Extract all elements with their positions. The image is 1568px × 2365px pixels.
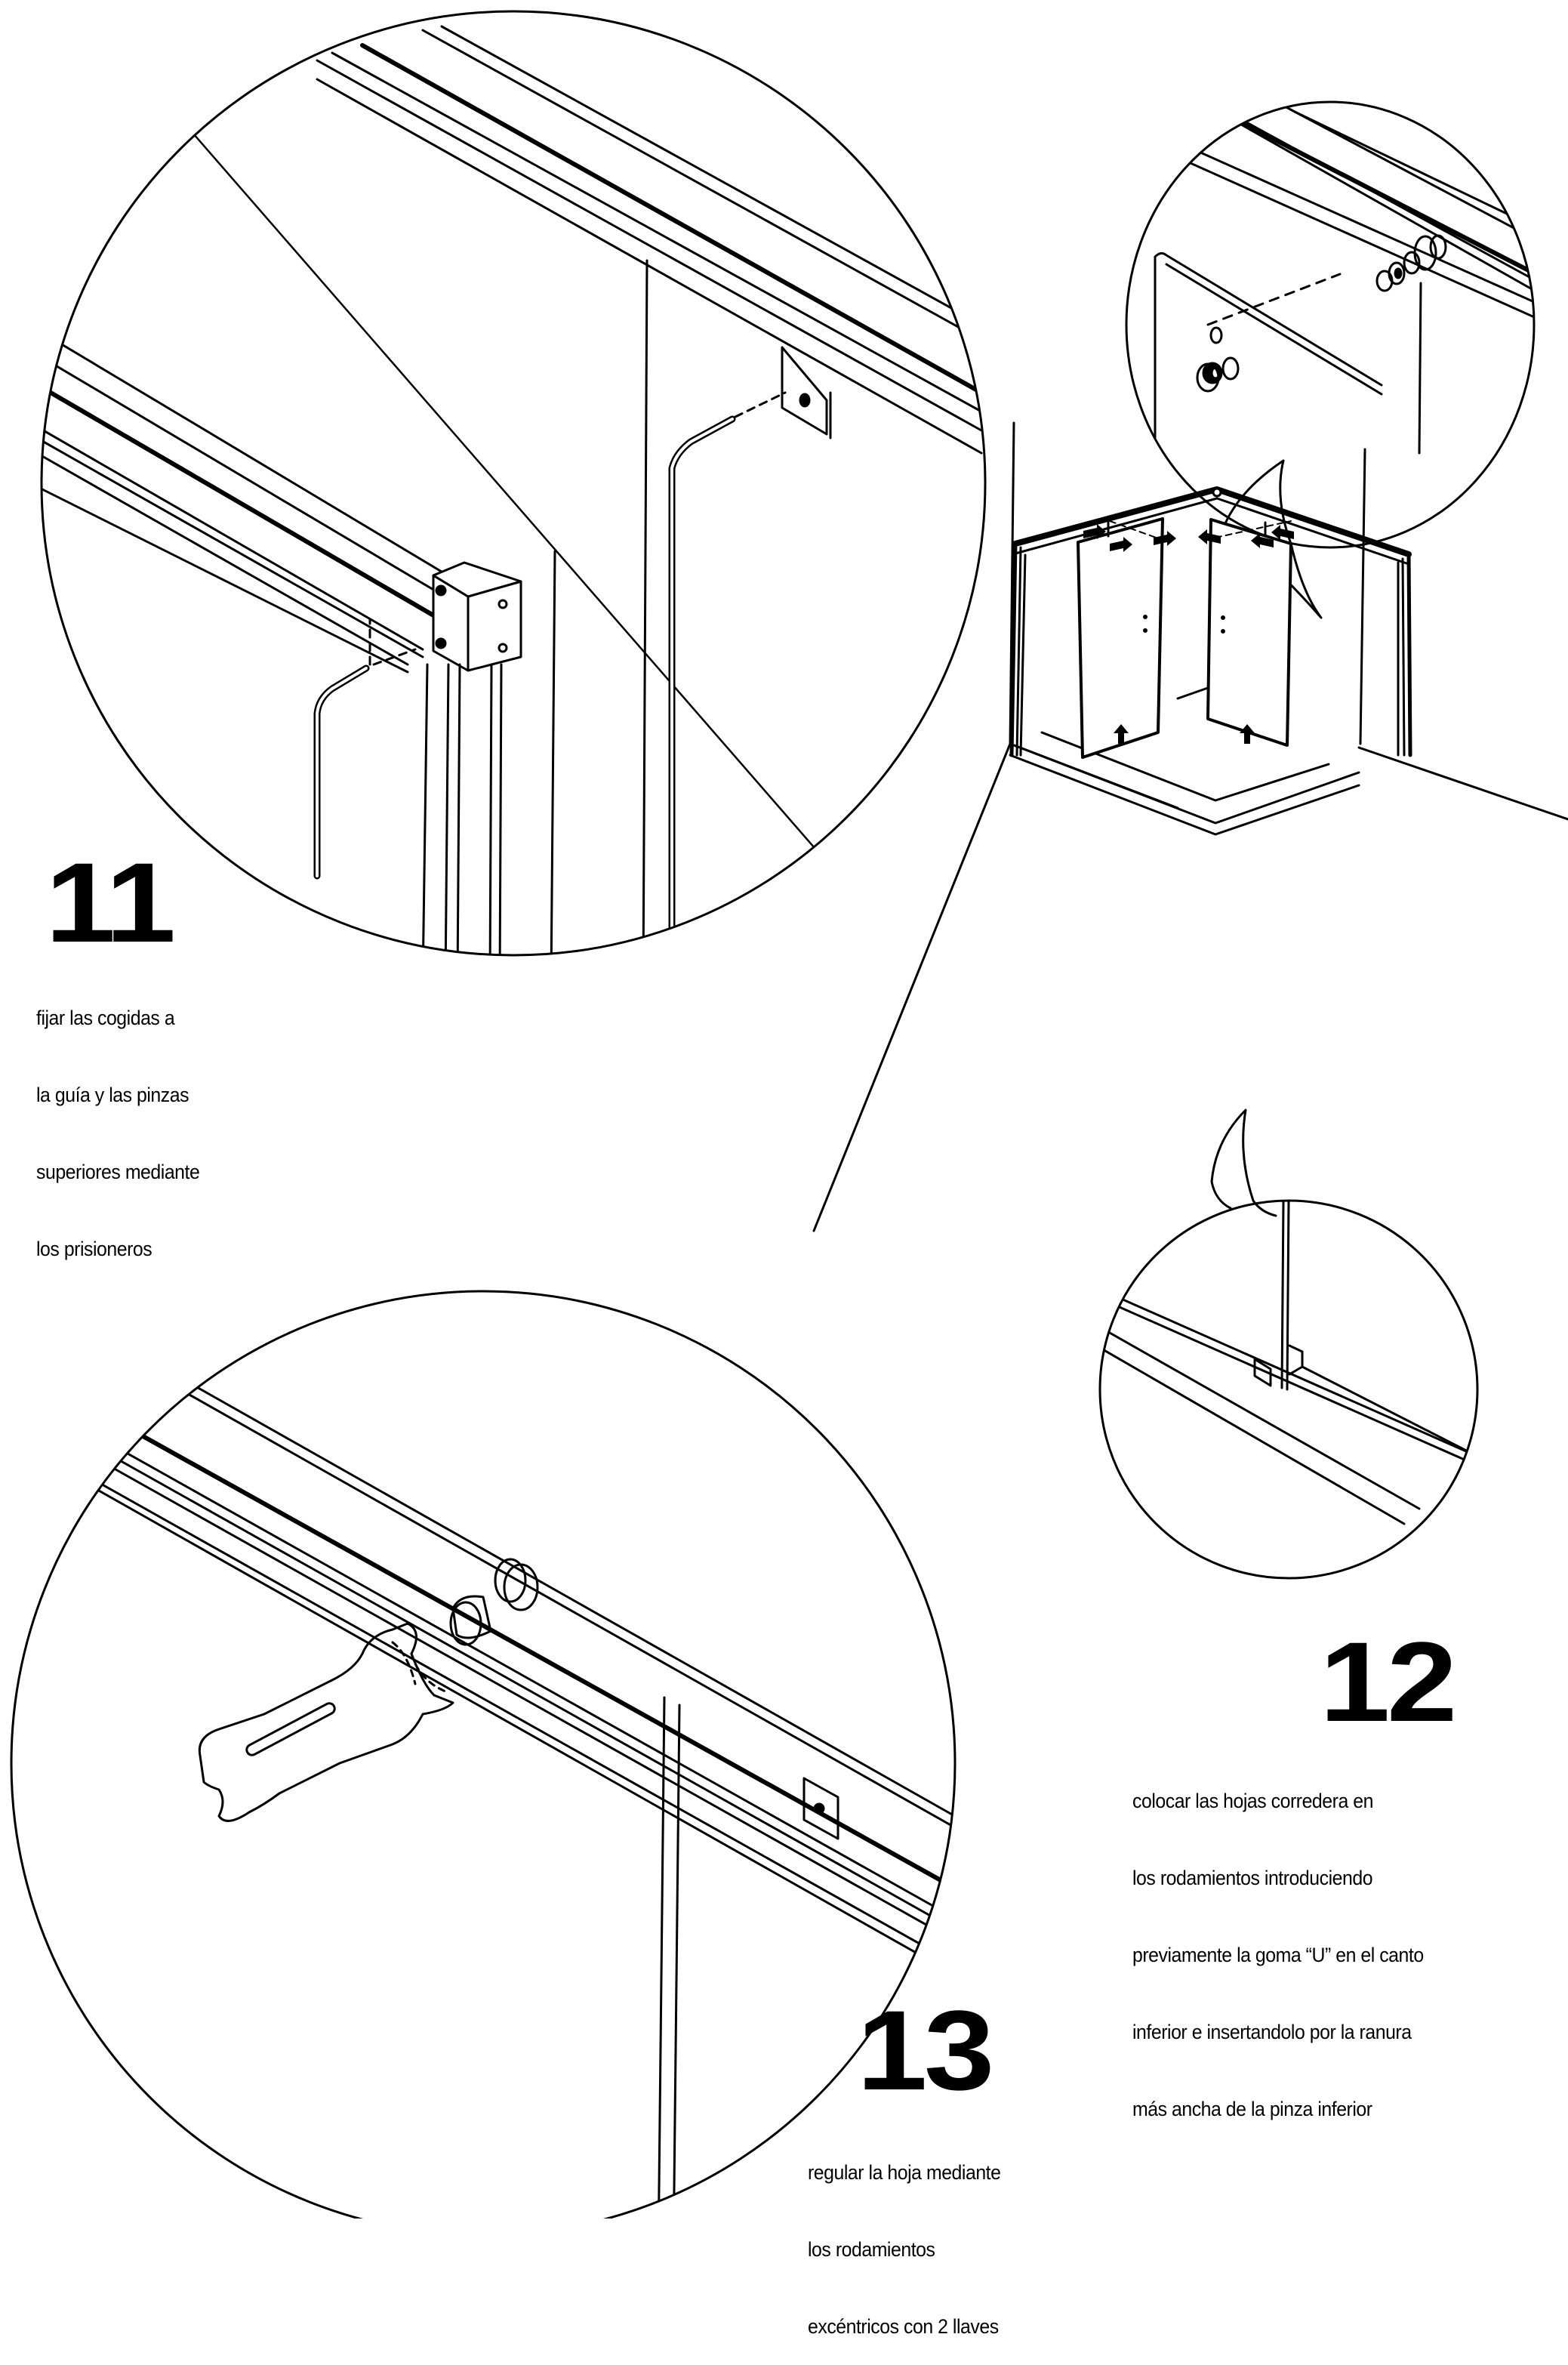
step-13-line: los rodamientos xyxy=(808,2238,935,2261)
step-11-line: los prisioneros xyxy=(36,1238,152,1260)
step-12-line: más ancha de la pinza inferior xyxy=(1132,2098,1372,2120)
callout-pointer-bottom xyxy=(1212,1110,1276,1216)
step-11-line: fijar las cogidas a xyxy=(36,1007,175,1029)
step-12-line: los rodamientos introduciendo xyxy=(1132,1867,1373,1889)
step-12-instructions: colocar las hojas corredera en los rodam… xyxy=(1132,1737,1424,2148)
detail-13-circle xyxy=(0,1291,981,2219)
step-11-number: 11 xyxy=(45,839,176,966)
detail-12-bottom-circle xyxy=(1087,1201,1480,1578)
step-12-number: 12 xyxy=(1320,1618,1457,1745)
step-11-line: la guía y las pinzas xyxy=(36,1084,189,1106)
detail-12-top-circle xyxy=(1126,102,1568,547)
assembly-illustrations xyxy=(0,0,1568,2219)
step-13-number: 13 xyxy=(857,1987,994,2114)
insert-arrow-icons xyxy=(1083,524,1294,744)
step-11-line: superiores mediante xyxy=(36,1161,200,1183)
step-12-line: colocar las hojas corredera en xyxy=(1132,1790,1373,1812)
overview-12-enclosure xyxy=(814,423,1568,1231)
step-13-line: regular la hoja mediante xyxy=(808,2161,1001,2184)
step-12-line: previamente la goma “U” en el canto xyxy=(1132,1944,1424,1966)
step-12-line: inferior e insertandolo por la ranura xyxy=(1132,2021,1412,2043)
step-11-instructions: fijar las cogidas a la guía y las pinzas… xyxy=(36,954,200,1287)
step-13-line: excéntricos con 2 llaves xyxy=(808,2315,999,2338)
step-13-instructions: regular la hoja mediante los rodamientos… xyxy=(808,2108,1001,2365)
detail-11-circle xyxy=(30,11,997,1057)
